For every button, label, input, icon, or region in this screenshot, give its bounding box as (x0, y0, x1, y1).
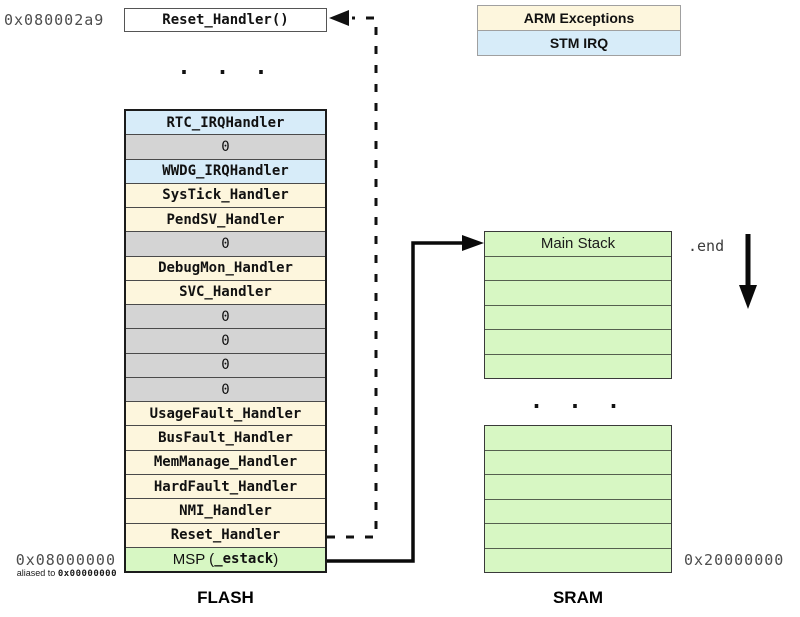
msp-symbol: _estack (214, 551, 274, 568)
flash-ellipsis: . . . (177, 55, 274, 80)
sram-cell (485, 255, 671, 281)
sram-title: SRAM (552, 588, 604, 607)
vector-row: 0 (126, 376, 325, 402)
reset-function-label: Reset_Handler() (162, 12, 289, 28)
legend-label: STM IRQ (549, 35, 609, 51)
main-stack-label: Main Stack (540, 235, 616, 253)
alias-prefix: aliased to (16, 568, 58, 578)
stack-growth-arrowhead-icon (739, 285, 757, 309)
end-label: .end (688, 237, 725, 255)
flash-base-address: 0x08000000 (15, 551, 116, 569)
dashed-branch-line (327, 16, 378, 539)
sram-bottom-block (484, 425, 672, 573)
vector-table: RTC_IRQHandler 0 WWDG_IRQHandler SysTick… (124, 109, 327, 573)
sram-ellipsis: . . . (529, 389, 627, 414)
sram-cell (485, 547, 671, 573)
vector-row: MemManage_Handler (126, 449, 325, 474)
alias-address: 0x00000000 (57, 569, 117, 579)
vector-row: DebugMon_Handler (126, 255, 325, 280)
sram-cell (485, 353, 671, 379)
vector-row: RTC_IRQHandler (126, 111, 325, 135)
msp-prefix: MSP ( (172, 550, 215, 568)
legend-item-arm-exceptions: ARM Exceptions (478, 6, 680, 30)
flash-title: FLASH (197, 588, 254, 607)
vector-row: SysTick_Handler (126, 182, 325, 208)
reset-function-box: Reset_Handler() (124, 8, 327, 32)
sram-cell (485, 449, 671, 475)
sram-cell (485, 304, 671, 330)
vector-row: 0 (126, 231, 325, 256)
sram-cell (485, 329, 671, 354)
main-stack-cell: Main Stack (485, 232, 671, 256)
vector-row: 0 (126, 134, 325, 159)
sram-cell (485, 426, 671, 450)
dashed-branch-arrowhead-icon (329, 10, 349, 26)
vector-row: HardFault_Handler (126, 473, 325, 499)
vector-row: PendSV_Handler (126, 207, 325, 232)
vector-row: 0 (126, 328, 325, 353)
sram-cell (485, 474, 671, 499)
legend-label: ARM Exceptions (523, 10, 635, 26)
vector-row: BusFault_Handler (126, 425, 325, 450)
vector-row: Reset_Handler (126, 522, 325, 547)
sram-cell (485, 280, 671, 305)
sram-cell (485, 523, 671, 548)
sram-main-stack-block: Main Stack (484, 231, 672, 379)
vector-row: SVC_Handler (126, 279, 325, 305)
legend-item-stm-irq: STM IRQ (478, 30, 680, 55)
vector-row: UsageFault_Handler (126, 401, 325, 426)
reset-function-address: 0x080002a9 (4, 11, 105, 29)
flash-alias-note: aliased to 0x00000000 (0, 568, 117, 579)
vector-row: 0 (126, 304, 325, 329)
msp-suffix: ) (273, 550, 279, 568)
vector-row: NMI_Handler (126, 498, 325, 523)
sram-base-address: 0x20000000 (684, 551, 785, 569)
vector-row: WWDG_IRQHandler (126, 158, 325, 183)
legend: ARM Exceptions STM IRQ (477, 5, 681, 56)
msp-pointer-line (327, 241, 462, 563)
vector-row-msp: MSP (_estack) (126, 546, 325, 572)
msp-pointer-arrowhead-icon (462, 235, 484, 251)
sram-cell (485, 498, 671, 524)
vector-row: 0 (126, 352, 325, 377)
